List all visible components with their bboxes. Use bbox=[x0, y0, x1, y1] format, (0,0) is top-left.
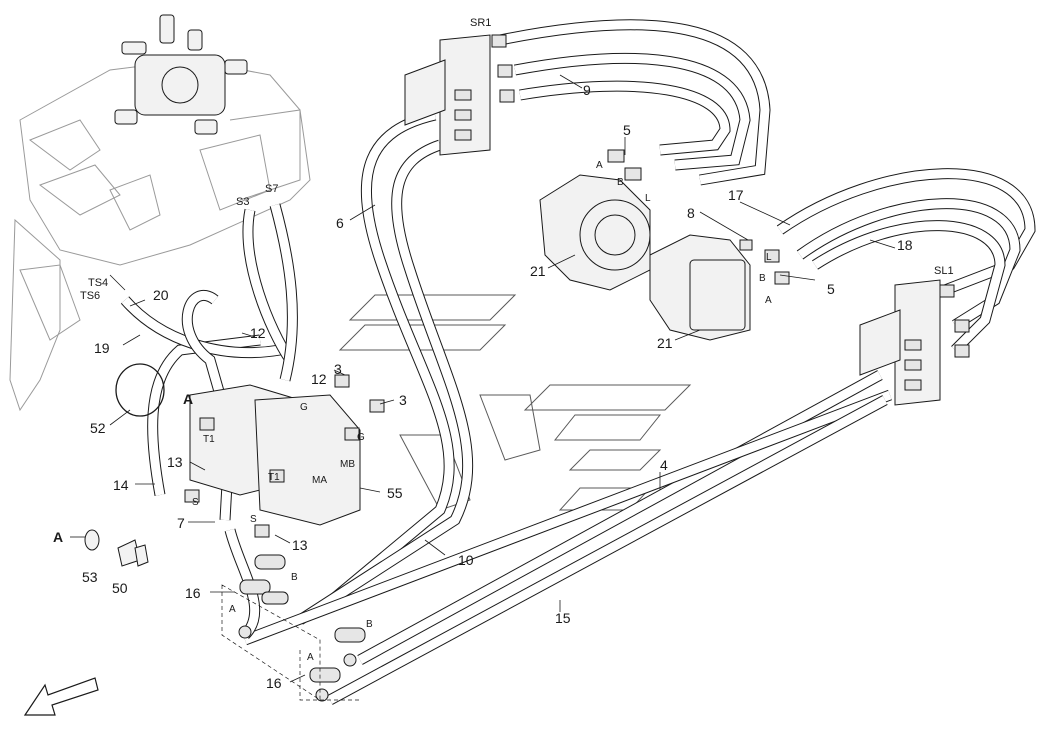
label-b-motor-right: B bbox=[759, 273, 766, 284]
callout-12-lower: 12 bbox=[311, 371, 327, 387]
callout-19: 19 bbox=[94, 340, 110, 356]
hose-bundle-sl1 bbox=[776, 168, 1036, 354]
label-b-clamp-lower: B bbox=[366, 619, 373, 630]
label-sl1: SL1 bbox=[934, 265, 954, 277]
callout-17: 17 bbox=[728, 187, 744, 203]
hose-4-15 bbox=[243, 370, 892, 705]
callout-50: 50 bbox=[112, 580, 128, 596]
machine-ghost-outline bbox=[9, 14, 311, 412]
callout-52: 52 bbox=[90, 420, 106, 436]
callout-13-lower: 13 bbox=[292, 537, 308, 553]
hose-local bbox=[120, 203, 298, 639]
label-a-motor-top: A bbox=[596, 160, 603, 171]
callout-12-upper: 12 bbox=[250, 325, 266, 341]
label-ma: MA bbox=[312, 475, 327, 486]
washer-53 bbox=[84, 529, 100, 551]
label-sr1: SR1 bbox=[470, 17, 491, 29]
label-t1-right: T1 bbox=[268, 472, 280, 483]
callout-4: 4 bbox=[660, 457, 668, 473]
label-l-motor-right: L bbox=[766, 252, 772, 263]
callout-10: 10 bbox=[458, 552, 474, 568]
pump-block-55 bbox=[184, 374, 385, 538]
label-a-motor-right: A bbox=[765, 295, 772, 306]
direction-arrow-icon bbox=[23, 677, 99, 716]
bolt-50 bbox=[117, 539, 149, 567]
label-detail-a: A bbox=[53, 529, 63, 545]
callout-5-top: 5 bbox=[623, 122, 631, 138]
label-b-clamp-upper: B bbox=[291, 572, 298, 583]
valve-block-sl1 bbox=[859, 279, 970, 406]
callout-16-lower: 16 bbox=[266, 675, 282, 691]
travel-motor-21-upper bbox=[539, 149, 651, 291]
callout-6: 6 bbox=[336, 215, 344, 231]
label-a-clamp-upper: A bbox=[229, 604, 236, 615]
label-a-block: A bbox=[183, 391, 193, 407]
hose-6-10 bbox=[297, 109, 474, 625]
callout-7: 7 bbox=[177, 515, 185, 531]
label-s-upper: S bbox=[192, 497, 199, 508]
label-b-motor-top: B bbox=[617, 177, 624, 188]
label-g-lower: G bbox=[357, 432, 365, 443]
leader-lines bbox=[70, 74, 896, 683]
callout-numbers: 9 5 6 17 8 18 5 21 21 20 19 12 12 3 3 52… bbox=[82, 82, 913, 691]
travel-motor-21-lower bbox=[649, 234, 790, 341]
callout-18: 18 bbox=[897, 237, 913, 253]
callout-3-lower: 3 bbox=[399, 392, 407, 408]
callout-16-upper: 16 bbox=[185, 585, 201, 601]
callout-8: 8 bbox=[687, 205, 695, 221]
callout-21-lower: 21 bbox=[657, 335, 673, 351]
label-l-motor-top: L bbox=[645, 193, 651, 204]
callout-9: 9 bbox=[583, 82, 591, 98]
watermark-logo bbox=[338, 294, 692, 511]
callout-3-upper: 3 bbox=[334, 361, 342, 377]
port-labels: SR1 SL1 S3 S7 TS4 TS6 A B L L B A A T1 T… bbox=[53, 17, 954, 663]
label-t1-left: T1 bbox=[203, 434, 215, 445]
callout-15: 15 bbox=[555, 610, 571, 626]
callout-53: 53 bbox=[82, 569, 98, 585]
callout-55: 55 bbox=[387, 485, 403, 501]
label-s7: S7 bbox=[265, 183, 278, 195]
callout-14: 14 bbox=[113, 477, 129, 493]
flange-clamps-16 bbox=[221, 554, 366, 702]
label-s3: S3 bbox=[236, 196, 249, 208]
hose-bundle-sr1 bbox=[498, 19, 771, 186]
label-ts4: TS4 bbox=[88, 277, 108, 289]
callout-13-upper: 13 bbox=[167, 454, 183, 470]
callout-5-right: 5 bbox=[827, 281, 835, 297]
callout-21-upper: 21 bbox=[530, 263, 546, 279]
label-ts6: TS6 bbox=[80, 290, 100, 302]
label-g-upper: G bbox=[300, 402, 308, 413]
o-ring-52 bbox=[115, 363, 165, 417]
valve-block-sr1 bbox=[404, 34, 515, 156]
label-s-lower: S bbox=[250, 514, 257, 525]
label-a-clamp-lower: A bbox=[307, 652, 314, 663]
label-mb: MB bbox=[340, 459, 355, 470]
callout-20: 20 bbox=[153, 287, 169, 303]
